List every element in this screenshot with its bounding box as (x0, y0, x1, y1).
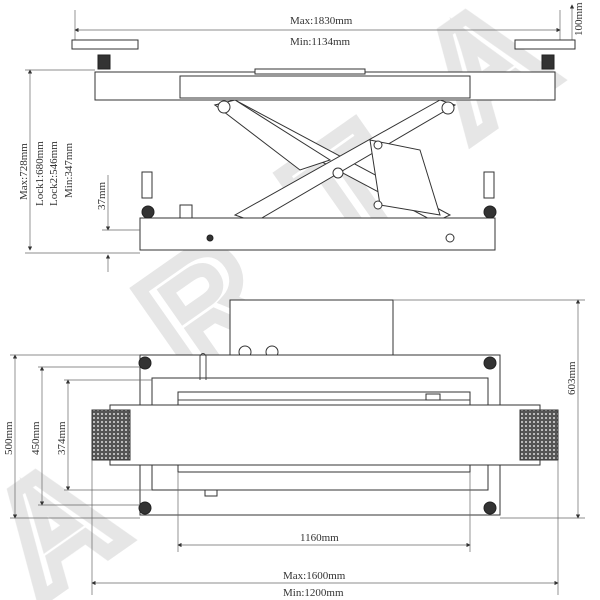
height-lock1-label: Lock1:680mm (34, 141, 46, 206)
depth-500-label: 500mm (3, 421, 15, 455)
depth-603-label: 603mm (566, 361, 578, 395)
base-offset-label: 37mm (96, 181, 108, 210)
platform-length-label: 1160mm (300, 532, 339, 544)
height-lock2-label: Lock2:546mm (48, 141, 60, 206)
width-min-label: Min:1134mm (290, 36, 351, 48)
height-max-label: Max:728mm (18, 143, 30, 200)
length-max-label: Max:1600mm (283, 570, 346, 582)
base-frame (139, 217, 496, 251)
depth-374-label: 374mm (56, 421, 68, 455)
depth-450-label: 450mm (30, 421, 42, 455)
pad-height-label: 100mm (573, 2, 585, 36)
left-pad (71, 39, 139, 50)
side-view: Max:1830mm Min:1134mm 100mm (18, 2, 585, 272)
left-pad-tread (91, 409, 131, 461)
length-min-label: Min:1200mm (283, 587, 344, 599)
right-pad (514, 39, 576, 50)
top-view: 500mm 450mm 374mm 603mm 1160mm Max:1600m… (3, 299, 585, 599)
height-min-label: Min:347mm (63, 143, 75, 198)
width-max-label: Max:1830mm (290, 15, 353, 27)
right-pad-tread (519, 409, 559, 461)
